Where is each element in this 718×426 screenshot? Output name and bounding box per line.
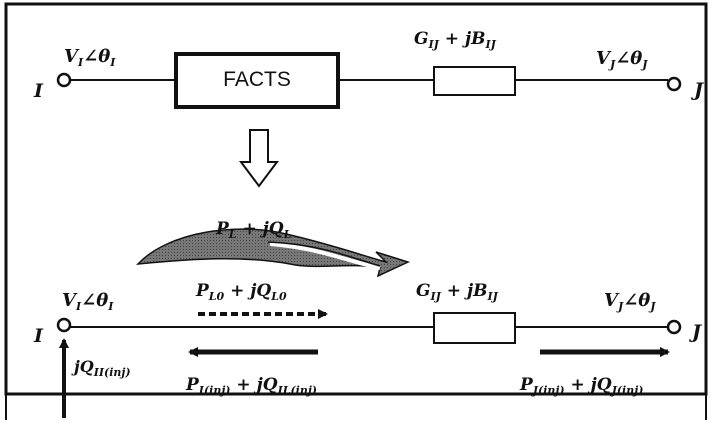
bottom-circuit: I J VI∠θI VJ∠θJ GIJ + jBIJ PL0 + jQL0 PI…: [33, 281, 703, 418]
top-node-j-label: J: [691, 79, 705, 101]
bottom-node-i-terminal: [56, 317, 72, 333]
line-flow-curved-arrow-edge: [267, 241, 381, 267]
facts-label: FACTS: [223, 68, 291, 91]
bottom-voltage-i: VI∠θI: [62, 290, 114, 313]
reactive-injection-label: jQII(inj): [71, 357, 131, 379]
bottom-node-j-label: J: [689, 321, 703, 343]
bottom-admittance-label: GIJ + jBIJ: [416, 281, 499, 303]
top-circuit: FACTS I J VI∠θI VJ∠θJ GIJ + jBIJ: [33, 29, 705, 109]
hollow-down-arrow-icon: [239, 129, 279, 188]
top-node-i-label: I: [33, 80, 44, 102]
facts-box: [174, 52, 340, 109]
bottom-node-j-terminal: [666, 319, 682, 335]
bottom-impedance-resistor: [433, 312, 516, 344]
outer-frame: [4, 2, 708, 396]
injection-j-label: PJ(inj) + jQJ(inj): [519, 375, 643, 397]
bottom-voltage-j: VJ∠θJ: [604, 290, 656, 313]
initial-flow-label: PL0 + jQL0: [195, 281, 287, 303]
line-flow-label: PL + jQL: [215, 219, 292, 241]
bottom-node-i-label: I: [33, 325, 44, 347]
top-node-i-terminal: [56, 72, 72, 88]
top-voltage-i: VI∠θI: [64, 46, 116, 69]
top-node-j-terminal: [666, 76, 682, 92]
top-voltage-j: VJ∠θJ: [596, 48, 648, 71]
top-admittance-label: GIJ + jBIJ: [414, 29, 497, 51]
top-impedance-resistor: [433, 66, 516, 96]
line-flow-curved-arrow-icon: [136, 228, 411, 278]
line-flow-curved-arrow-outline: [269, 242, 381, 270]
injection-i-label: PI(inj) + jQIL(inj): [185, 375, 317, 397]
